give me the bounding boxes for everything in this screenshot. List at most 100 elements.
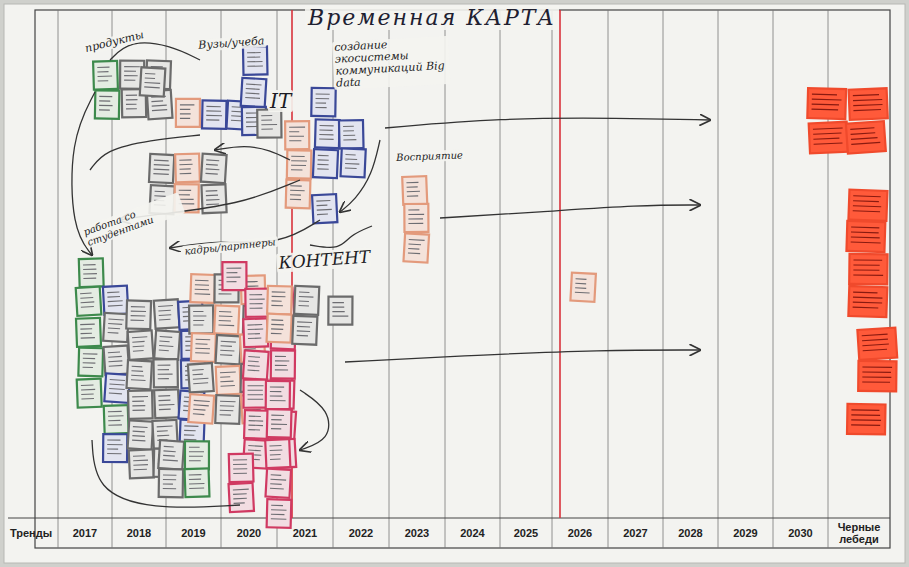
note-scribble [220,350,234,352]
note-paper [287,150,312,178]
note-scribble [862,376,891,377]
note-scribble [126,104,137,105]
note-paper [858,361,896,391]
sticky-note [185,468,210,497]
sticky-note [285,121,309,149]
timeline-label: 2019 [166,527,221,539]
sticky-note [328,297,352,325]
note-scribble [271,428,281,429]
note-scribble [195,293,211,295]
note-scribble [408,223,423,224]
note-paper [807,88,846,119]
note-scribble [81,306,94,308]
column-line [445,10,446,548]
note-paper [313,149,338,178]
sticky-note [201,184,226,213]
note-scribble [154,160,169,162]
note-scribble [248,425,263,427]
note-scribble [270,454,281,456]
hand-arrow [90,135,200,170]
note-scribble [132,440,145,442]
note-paper [149,154,174,183]
grid-frame [35,10,890,548]
sticky-note [339,120,364,148]
timeline-label: Тренды [6,527,56,539]
note-scribble [297,321,312,323]
sticky-note [191,333,216,362]
note-paper [257,109,281,137]
note-scribble [134,469,147,471]
sticky-note [848,190,887,221]
column-line [552,10,553,548]
note-scribble [131,320,144,321]
column-line [58,10,59,548]
note-scribble [249,299,264,300]
note-scribble [221,385,235,387]
note-scribble [158,365,171,366]
note-scribble [248,356,260,358]
sticky-note [244,380,268,408]
board-title: Временная КАРТА [305,6,559,30]
sticky-note [404,204,428,232]
sticky-note [103,313,129,342]
timeline-label: 2017 [58,527,112,539]
note-scribble [132,405,145,406]
sticky-note [126,300,151,329]
note-scribble [220,405,234,407]
hand-arrow [310,226,372,247]
note-scribble [159,400,171,402]
sticky-note [149,154,174,183]
note-paper [126,300,151,329]
note-scribble [98,76,113,78]
note-paper [176,99,200,127]
sticky-note [214,305,239,334]
note-paper [79,258,104,287]
note-scribble [124,71,136,72]
note-scribble [317,209,332,211]
note-scribble [132,341,144,343]
note-paper [158,440,184,470]
note-scribble [269,445,281,447]
timeline-grid [8,10,890,548]
column-line [389,10,390,548]
note-scribble [109,365,123,367]
note-paper [128,330,154,359]
note-scribble [193,324,203,325]
note-scribble [206,106,220,107]
sticky-note [201,154,227,183]
note-scribble [107,453,121,454]
note-scribble [83,353,97,354]
note-paper [848,286,887,317]
note-paper [128,420,154,449]
column-line [500,10,501,548]
note-scribble [179,199,194,200]
note-scribble [812,109,839,111]
note-scribble [318,159,329,161]
note-scribble [195,280,208,282]
note-scribble [81,393,93,395]
sticky-note [159,469,183,497]
note-scribble [219,311,231,313]
note-scribble [126,108,137,109]
note-scribble [154,164,170,166]
note-scribble [108,332,119,334]
note-scribble [851,142,880,144]
sticky-note [185,441,209,469]
sticky-note [846,121,886,153]
sticky-note [243,350,269,379]
note-scribble [407,186,418,188]
note-scribble [196,339,211,341]
note-scribble [271,514,285,515]
note-scribble [157,425,173,427]
note-scribble [206,159,219,161]
sticky-note [257,109,281,137]
note-scribble [317,164,328,166]
sticky-note [311,88,335,116]
timeline-label: 2026 [552,527,608,539]
note-scribble [812,104,839,106]
sticky-note [216,335,242,364]
column-line [773,10,774,548]
note-scribble [195,284,209,286]
note-scribble [317,205,328,207]
timeline-label: 2028 [663,527,718,539]
